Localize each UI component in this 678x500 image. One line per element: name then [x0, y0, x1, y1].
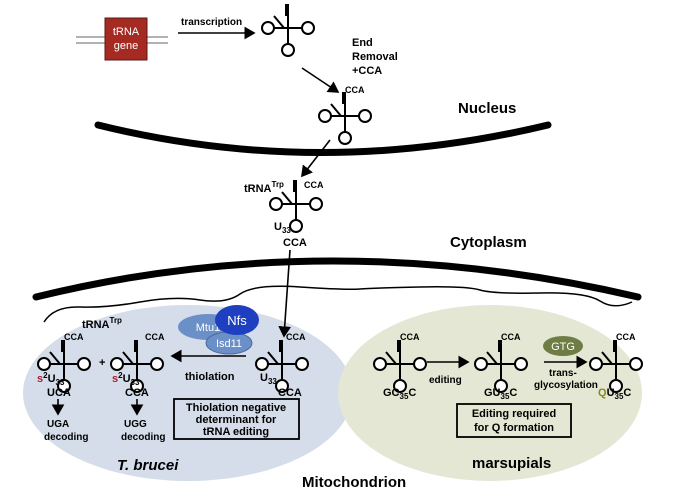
editing-note-1: Editing required — [472, 408, 556, 420]
mitochondrial-outer-membrane — [32, 257, 642, 301]
mtu1-label: Mtu1 — [196, 322, 220, 334]
trna-mature-nucleus — [318, 91, 372, 145]
thiolation-note-2: determinant for — [196, 414, 277, 426]
cca-mito-u33: CCA — [286, 332, 306, 342]
editing-label: editing — [429, 375, 462, 386]
cca-anticodon: CCA — [125, 387, 149, 399]
end-removal-2: Removal — [352, 51, 398, 63]
trna-precursor — [261, 3, 315, 57]
thiolation-note-3: tRNA editing — [203, 426, 269, 438]
export-arrow — [301, 139, 331, 178]
tbrucei-mitochondrion-region — [23, 305, 353, 481]
cca-gc35c: CCA — [400, 332, 420, 342]
u33-cytoplasm: U33 — [274, 221, 291, 235]
gene-label-1: tRNA — [113, 26, 140, 38]
gc35c-label: GC35C — [383, 387, 416, 401]
s2u33-b: s2U33 — [112, 371, 140, 387]
nfs-label: Nfs — [227, 313, 247, 328]
tb-trna-trp-label: tRNATrp — [82, 316, 122, 331]
nucleus-membrane — [94, 121, 552, 156]
marsupials-label: marsupials — [472, 455, 551, 472]
thiolation-note-1: Thiolation negative — [186, 402, 286, 414]
gtg-label: GTG — [551, 341, 575, 353]
s2u33-a: s2U33 — [37, 371, 65, 387]
nfs-enzyme — [215, 305, 259, 335]
end-removal-arrow — [301, 67, 340, 93]
transglyco-1: trans- — [549, 368, 577, 379]
mitochondrial-inner-membrane — [43, 285, 633, 323]
end-removal-3: +CCA — [352, 65, 382, 77]
import-arrow — [278, 249, 292, 338]
gene-label-2: gene — [114, 40, 138, 52]
uga-2: decoding — [44, 432, 88, 443]
cca-qu35c: CCA — [616, 332, 636, 342]
nucleus-label: Nucleus — [458, 100, 516, 117]
editing-note-2: for Q formation — [474, 422, 554, 434]
transcription-label: transcription — [181, 17, 242, 28]
cca-s2u33-uca-top: CCA — [64, 332, 84, 342]
uca-anticodon: UCA — [47, 387, 71, 399]
cca-gu35c: CCA — [501, 332, 521, 342]
end-removal-1: End — [352, 37, 373, 49]
transglyco-2: glycosylation — [534, 380, 598, 391]
editing-note-box — [456, 403, 572, 438]
u33-mito: U33 — [260, 372, 277, 386]
ugg-2: decoding — [121, 432, 165, 443]
t-brucei-label: T. brucei — [117, 457, 179, 474]
ugg-1: UGG — [124, 419, 147, 430]
trna-gene-box — [104, 17, 148, 61]
thiolation-label: thiolation — [185, 371, 235, 383]
mitochondrion-label: Mitochondrion — [302, 474, 406, 491]
cca-under-cytoplasm: CCA — [283, 237, 307, 249]
isd11-label: Isd11 — [216, 338, 242, 350]
trna-trp-label: tRNATrp — [244, 180, 284, 195]
cca-nucleus: CCA — [345, 85, 365, 95]
qu35c-label: QU35C — [598, 387, 631, 401]
uga-1: UGA — [47, 419, 69, 430]
cca-under-mito: CCA — [278, 387, 302, 399]
gtg-enzyme — [543, 336, 583, 356]
gu35c-label: GU35C — [484, 387, 517, 401]
cytoplasm-label: Cytoplasm — [450, 234, 527, 251]
cca-s2u33-top: CCA — [145, 332, 165, 342]
cca-cytoplasm: CCA — [304, 180, 324, 190]
plus-sign: + — [99, 357, 105, 369]
thiolation-note-box — [173, 398, 300, 440]
